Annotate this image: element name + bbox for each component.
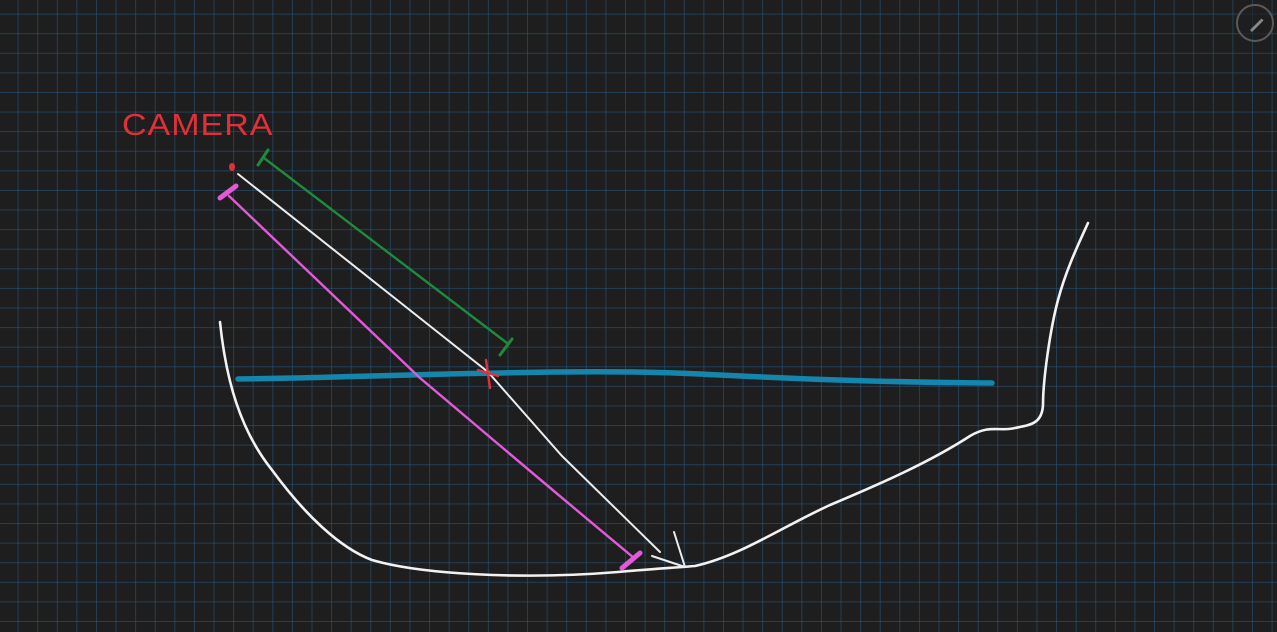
camera-ray-arrowhead — [651, 531, 686, 568]
distance-measure-tick-end — [498, 337, 514, 357]
pen-tool-button[interactable] — [1236, 4, 1274, 42]
intersection-mark — [476, 358, 500, 390]
pink-ray-tick-start — [217, 183, 239, 201]
pen-icon — [1250, 18, 1264, 32]
water-surface-line — [235, 368, 995, 386]
bowl-outline — [218, 221, 1090, 577]
pink-ray-tick-end — [619, 550, 643, 571]
camera-point — [229, 163, 235, 171]
pink-ray-line — [227, 194, 636, 560]
camera-label: CAMERA — [122, 108, 274, 143]
distance-measure-tick-start — [256, 148, 270, 167]
distance-measure-line — [262, 156, 509, 345]
camera-ray-line — [237, 173, 661, 553]
